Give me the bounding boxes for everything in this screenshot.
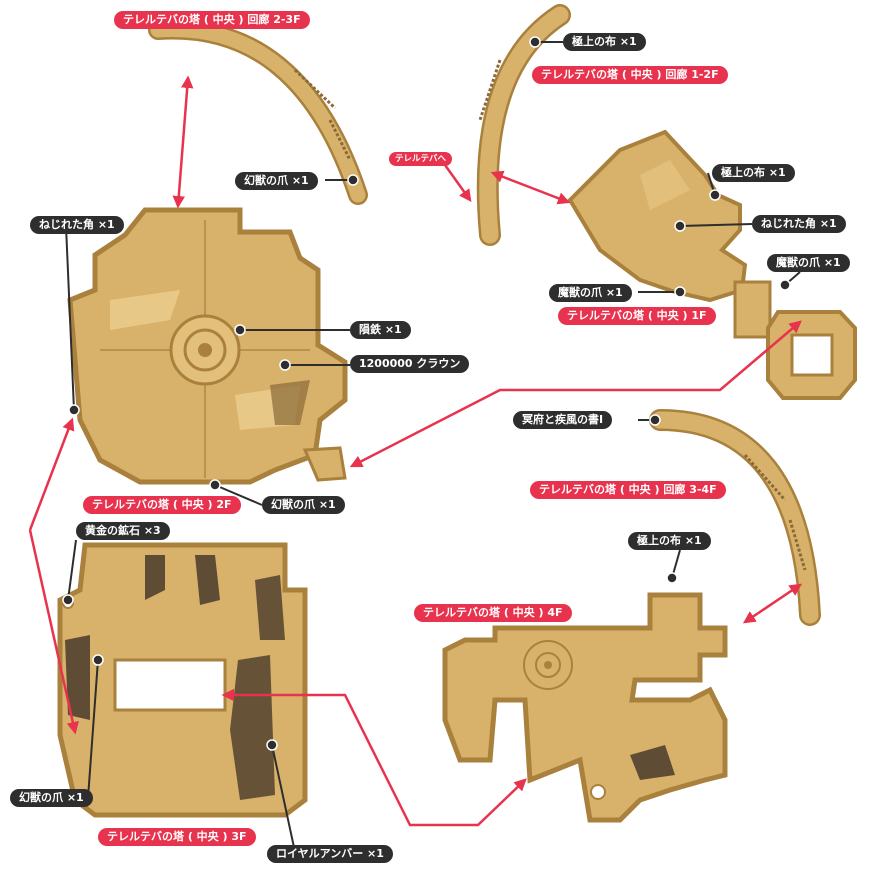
route-arrows — [28, 75, 803, 827]
label-exit-terreteba: テレルテバへ — [389, 152, 453, 166]
label-floor-3f: テレルテバの塔 ( 中央 ) 3F — [98, 828, 256, 846]
item-meifu: 冥府と疾風の書Ⅰ — [513, 411, 613, 429]
item-gokujo-2: 極上の布 ×1 — [712, 164, 795, 182]
item-genju-3f: 幻獣の爪 ×1 — [10, 789, 93, 807]
item-nejire-2f: ねじれた角 ×1 — [30, 216, 124, 234]
item-genju-2f: 幻獣の爪 ×1 — [262, 496, 345, 514]
label-floor-1f: テレルテバの塔 ( 中央 ) 1F — [558, 307, 716, 325]
label-corridor-3-4f: テレルテバの塔 ( 中央 ) 回廊 3-4F — [530, 481, 726, 499]
item-gokujo-1: 極上の布 ×1 — [563, 33, 646, 51]
label-floor-2f: テレルテバの塔 ( 中央 ) 2F — [83, 496, 241, 514]
label-floor-4f: テレルテバの塔 ( 中央 ) 4F — [414, 604, 572, 622]
item-gokujo-3: 極上の布 ×1 — [628, 532, 711, 550]
item-markers — [62, 36, 791, 751]
item-genju-corridor23: 幻獣の爪 ×1 — [235, 172, 318, 190]
item-intetsu: 隕鉄 ×1 — [350, 321, 411, 339]
item-amber: ロイヤルアンバー ×1 — [267, 845, 393, 863]
floor-2f-map — [67, 207, 348, 485]
item-nejire-1f: ねじれた角 ×1 — [752, 215, 846, 233]
item-crowns: 1200000 クラウン — [350, 355, 470, 373]
item-ougon: 黄金の鉱石 ×3 — [76, 522, 170, 540]
label-corridor-2-3f: テレルテバの塔 ( 中央 ) 回廊 2-3F — [114, 11, 310, 29]
item-maju-2: 魔獣の爪 ×1 — [767, 254, 850, 272]
item-maju-1: 魔獣の爪 ×1 — [549, 284, 632, 302]
floor-4f-map — [442, 592, 728, 823]
label-corridor-1-2f: テレルテバの塔 ( 中央 ) 回廊 1-2F — [532, 66, 728, 84]
